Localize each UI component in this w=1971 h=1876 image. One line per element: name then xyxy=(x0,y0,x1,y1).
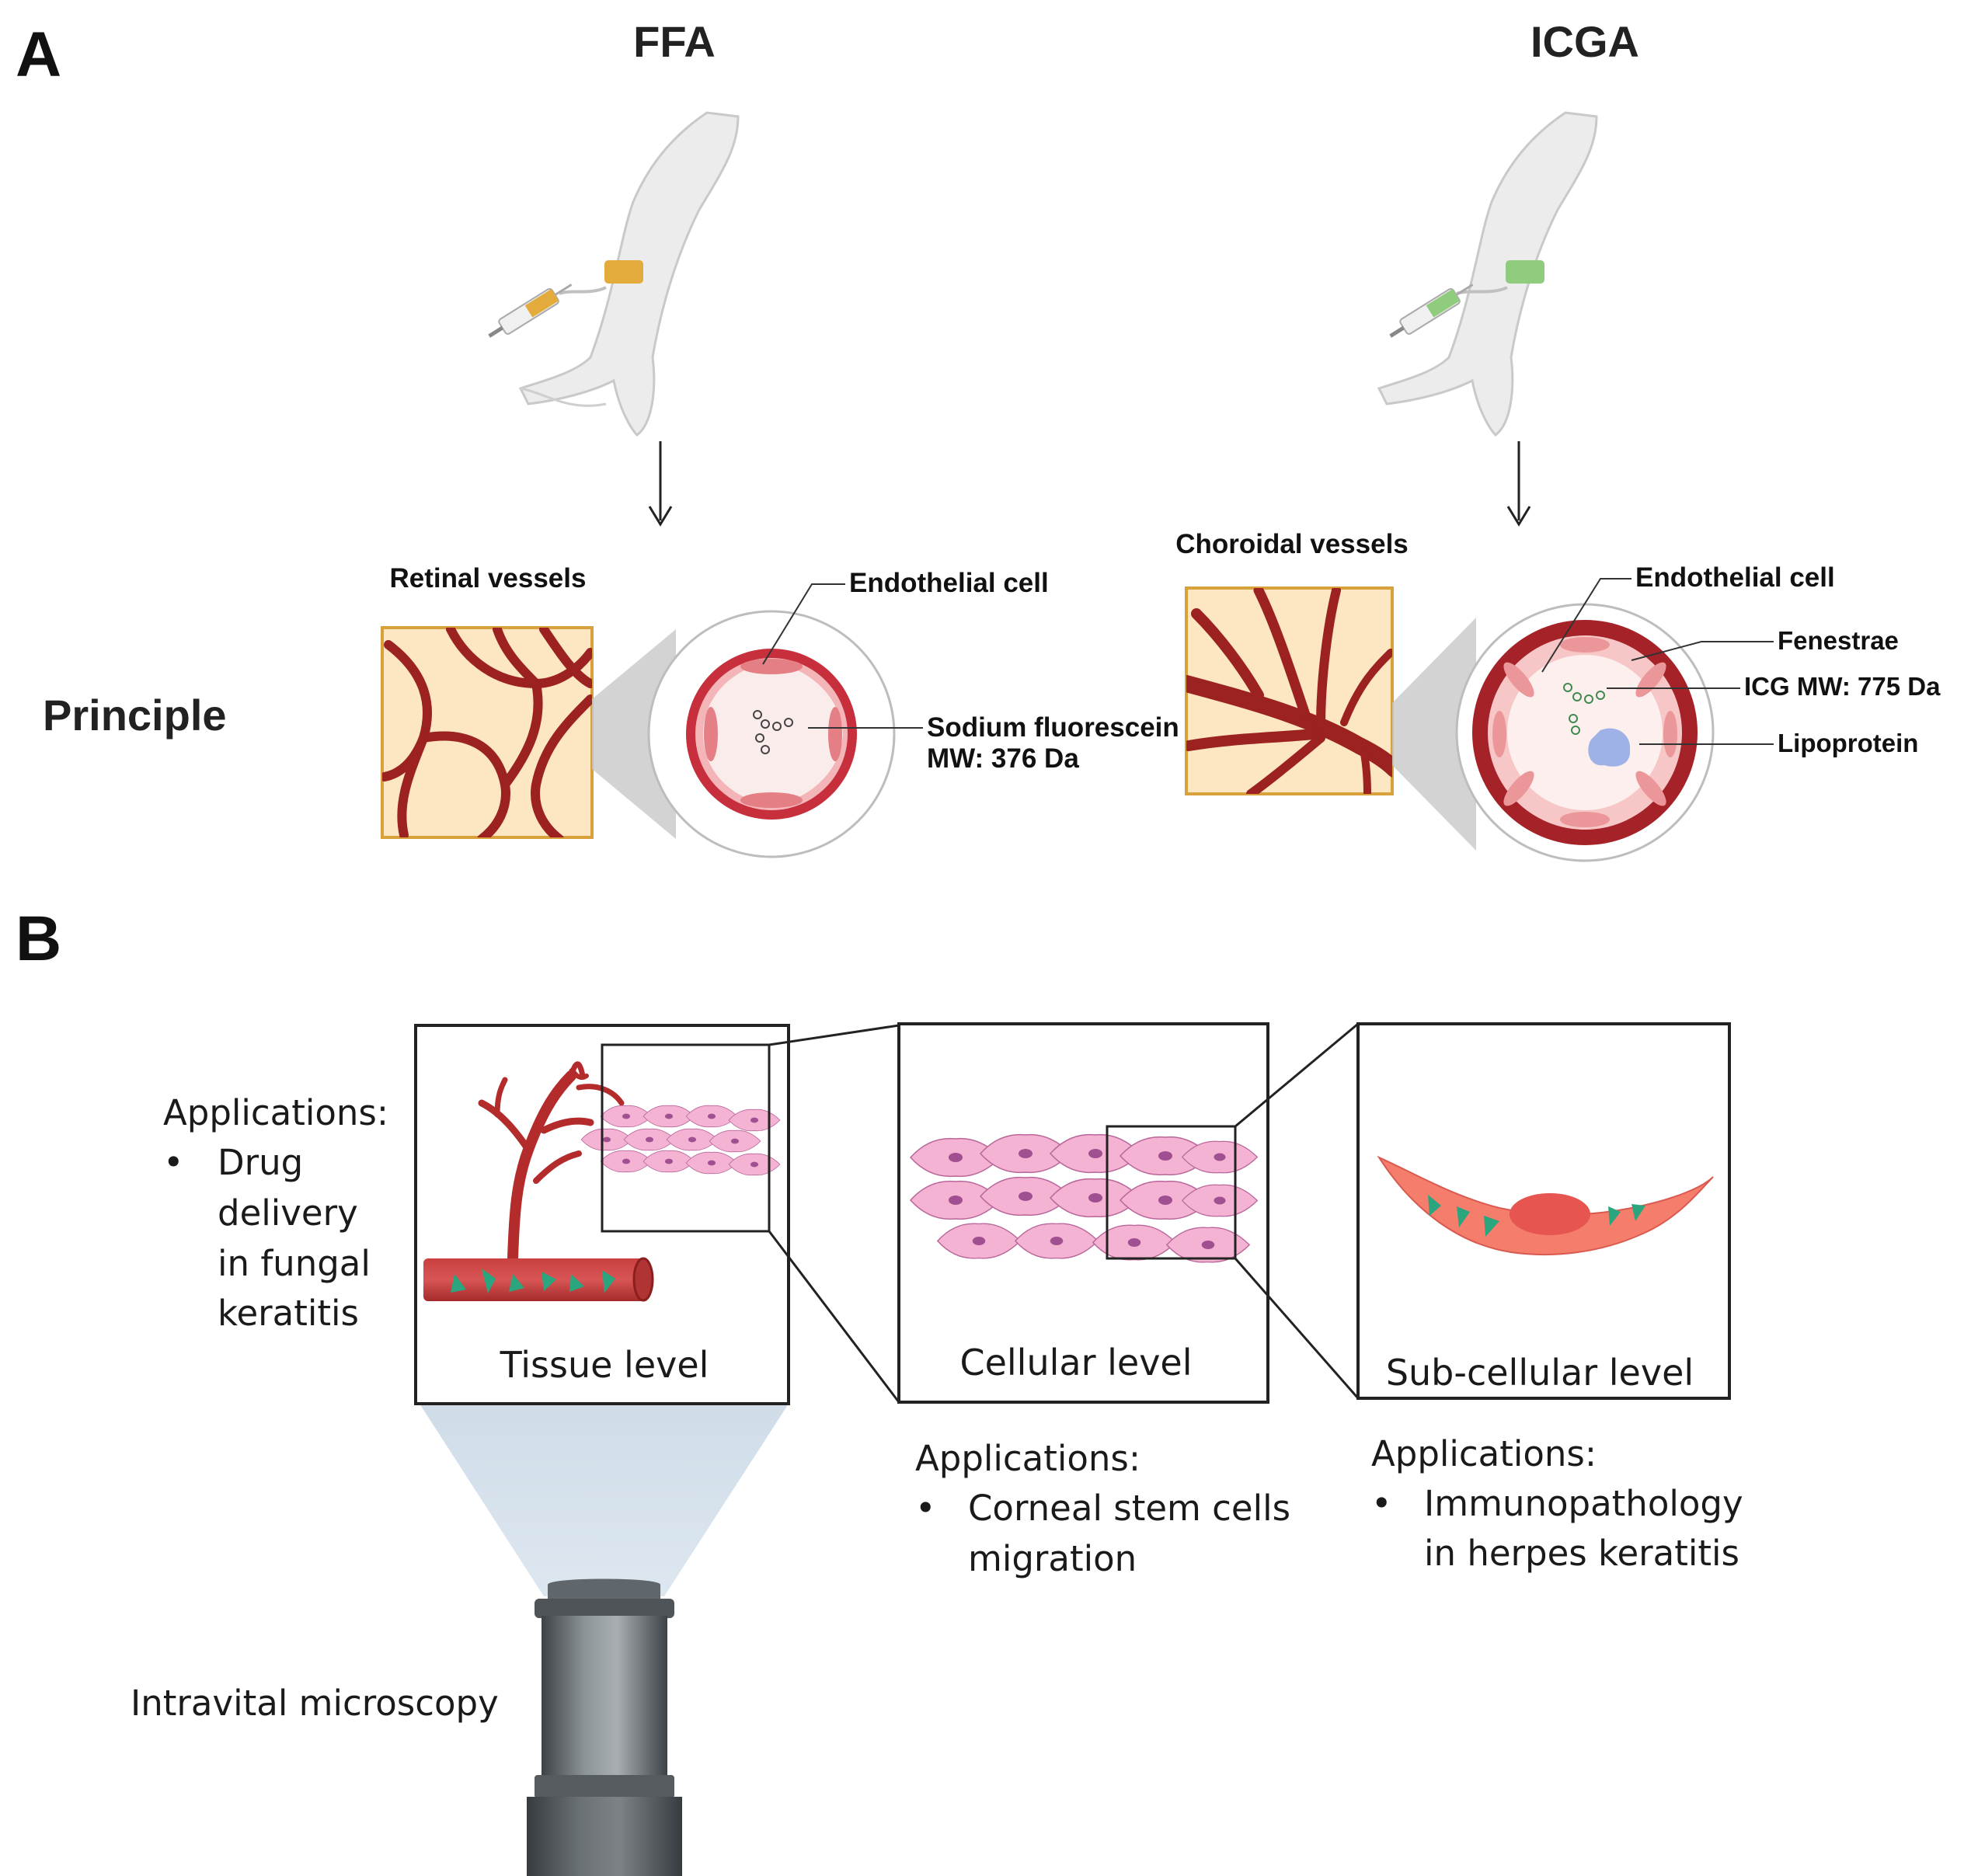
tissue-app-line-1: Drug xyxy=(218,1142,303,1183)
subcellular-apps-heading: Applications: xyxy=(1371,1433,1597,1474)
choroidal-vessels-tissue xyxy=(1185,586,1476,851)
panel-b-letter: B xyxy=(16,903,61,974)
icga-endothelial-label: Endothelial cell xyxy=(1635,562,1835,593)
lipoprotein-label: Lipoprotein xyxy=(1778,729,1918,757)
ffa-endothelial-label: Endothelial cell xyxy=(849,568,1049,598)
icga-vessel-cross-section xyxy=(1455,603,1715,862)
icga-title: ICGA xyxy=(1530,17,1639,66)
icg-mw-label: ICG MW: 775 Da xyxy=(1744,672,1941,701)
icga-endothelial-leader xyxy=(1541,578,1631,673)
tissue-level-title: Tissue level xyxy=(500,1344,709,1386)
subcellular-level-title: Sub-cellular level xyxy=(1386,1352,1694,1394)
choroidal-vessels-label: Choroidal vessels xyxy=(1175,529,1409,559)
retinal-vessels-tissue xyxy=(381,626,676,839)
microscope-light-beam xyxy=(420,1404,789,1596)
ffa-endothelial-leader xyxy=(762,583,845,665)
cellular-bullet: • xyxy=(915,1488,936,1529)
ffa-dye-label-line1: Sodium fluorescein xyxy=(927,712,1179,743)
ffa-arm-injection-icon xyxy=(488,111,740,437)
cellular-app-line-2: migration xyxy=(968,1538,1137,1579)
icga-arm-injection-icon xyxy=(1377,111,1598,437)
tissue-applications: Applications: • Drug delivery in fungal … xyxy=(163,1092,388,1334)
retinal-vessels-label: Retinal vessels xyxy=(390,563,587,593)
panel-a-letter: A xyxy=(16,19,61,90)
tissue-level-box xyxy=(414,1024,790,1405)
tissue-apps-heading: Applications: xyxy=(163,1092,388,1133)
fenestrae-leader xyxy=(1631,641,1774,661)
subcellular-app-line-2: in herpes keratitis xyxy=(1424,1533,1739,1574)
microscope-objective-icon xyxy=(527,1578,682,1876)
zoom-line-top-1 xyxy=(768,1024,900,1046)
subcellular-applications: Applications: • Immunopathology in herpe… xyxy=(1371,1433,1743,1574)
ffa-vessel-cross-section xyxy=(647,610,896,858)
principle-label: Principle xyxy=(43,691,227,740)
zoom-line-bottom-1 xyxy=(768,1230,900,1403)
cellular-level-box xyxy=(897,1022,1269,1404)
tissue-app-line-3: in fungal xyxy=(218,1243,371,1284)
cellular-applications: Applications: • Corneal stem cells migra… xyxy=(915,1438,1290,1579)
subcellular-bullet: • xyxy=(1371,1483,1392,1524)
ffa-title: FFA xyxy=(633,17,716,66)
fenestrae-label: Fenestrae xyxy=(1778,626,1899,655)
tissue-app-line-2: delivery xyxy=(218,1192,358,1234)
subcellular-level-box xyxy=(1356,1022,1731,1400)
zoom-line-bottom-2 xyxy=(1234,1258,1360,1399)
icga-down-arrow xyxy=(1506,441,1531,527)
cellular-app-line-1: Corneal stem cells xyxy=(968,1488,1290,1529)
ffa-dye-label-line2: MW: 376 Da xyxy=(927,743,1079,774)
cellular-level-title: Cellular level xyxy=(959,1342,1192,1384)
zoom-line-top-2 xyxy=(1234,1022,1359,1128)
tissue-app-line-4: keratitis xyxy=(218,1293,359,1334)
tissue-bullet: • xyxy=(163,1142,184,1183)
ffa-down-arrow xyxy=(648,441,673,527)
intravital-microscopy-label: Intravital microscopy xyxy=(131,1683,499,1724)
cellular-apps-heading: Applications: xyxy=(915,1438,1140,1479)
subcellular-app-line-1: Immunopathology xyxy=(1424,1483,1743,1524)
